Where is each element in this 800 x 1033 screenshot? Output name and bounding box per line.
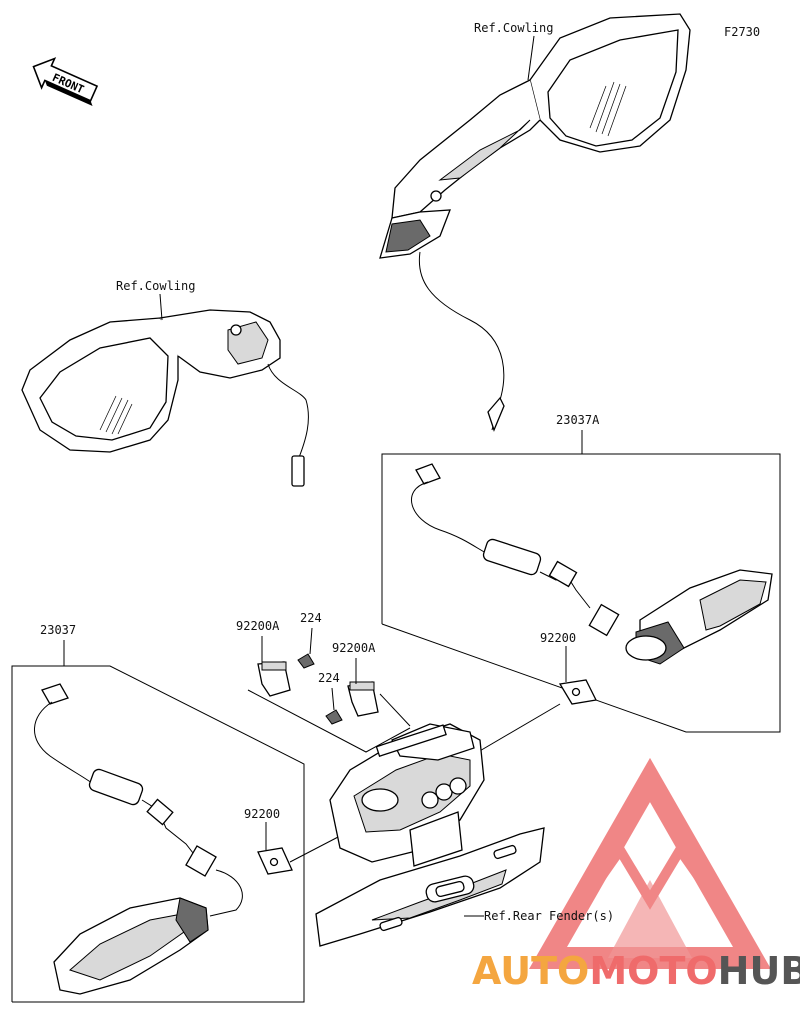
label-23037: 23037 [40, 623, 76, 637]
label-92200a-1: 92200A [236, 619, 280, 633]
watermark-logo [529, 757, 771, 969]
mirror-left-cowling [21, 293, 309, 487]
turn-signal-right-assembly [381, 430, 781, 733]
mirror-right-glass-hatch [589, 81, 627, 137]
watermark-auto: AUTO [472, 949, 589, 993]
mirror-left-glass-hatch [99, 395, 133, 435]
figure-code: F2730 [724, 25, 760, 39]
watermark-moto: MOTO [589, 949, 717, 993]
rear-fender-mount [289, 703, 561, 947]
front-arrow-icon: FRONT [32, 57, 99, 107]
label-ref-rear-fender: Ref.Rear Fender(s) [484, 909, 614, 923]
turn-signal-left-assembly [11, 640, 305, 1003]
label-23037a: 23037A [556, 413, 600, 427]
label-ref-cowling-left: Ref.Cowling [116, 279, 195, 293]
label-92200-left: 92200 [244, 807, 280, 821]
mirror-right-cowling [379, 13, 691, 432]
label-224-2: 224 [318, 671, 340, 685]
label-ref-cowling-top: Ref.Cowling [474, 21, 553, 35]
brackets-and-bolts [247, 627, 411, 753]
watermark-hub: HUB [718, 949, 800, 993]
label-224-1: 224 [300, 611, 322, 625]
label-92200a-2: 92200A [332, 641, 376, 655]
watermark-text: AUTOMOTOHUB [472, 949, 800, 993]
label-92200-right: 92200 [540, 631, 576, 645]
